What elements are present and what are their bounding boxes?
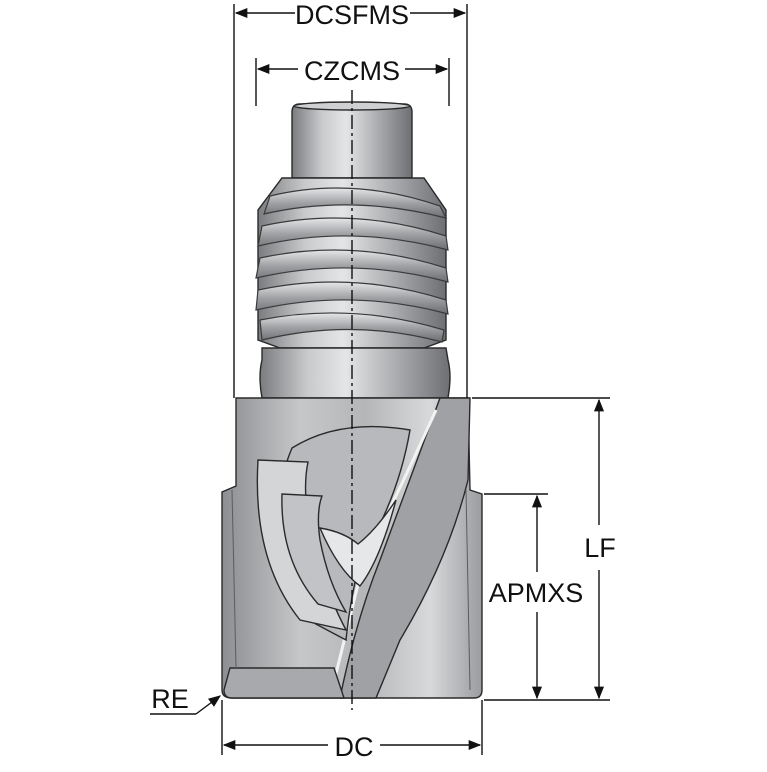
label-re: RE (151, 684, 189, 714)
dimension-lines (150, 4, 610, 755)
label-lf: LF (584, 533, 616, 563)
label-dcsfms: DCSFMS (295, 0, 409, 30)
label-dc: DC (335, 732, 374, 762)
label-czcms: CZCMS (304, 56, 400, 86)
dimension-labels: DCSFMS CZCMS LF APMXS RE DC (151, 0, 616, 762)
label-apmxs: APMXS (489, 578, 584, 608)
edge-rake-face (318, 499, 397, 587)
neck (259, 347, 451, 399)
cutting-edge-inner (281, 493, 348, 614)
bottom-chamfer (223, 667, 345, 699)
